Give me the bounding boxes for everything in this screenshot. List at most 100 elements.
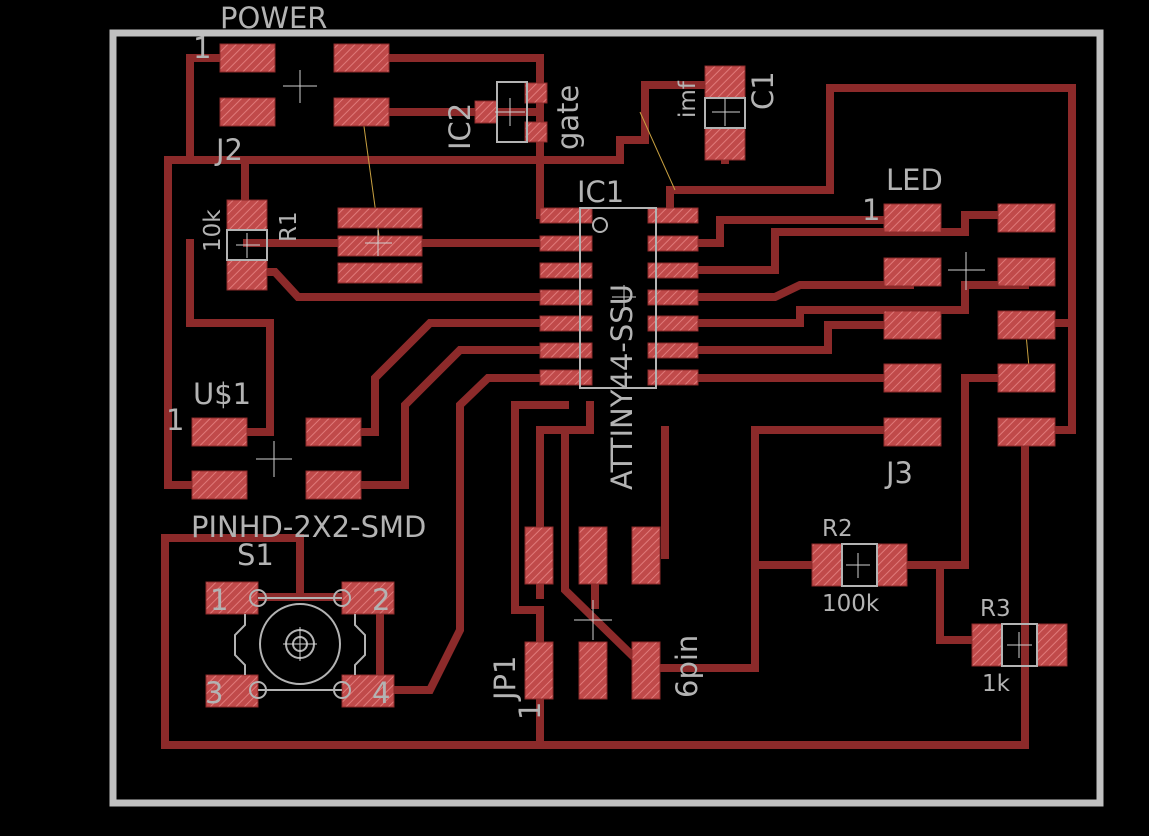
pad xyxy=(333,43,390,73)
origin-cross xyxy=(846,553,870,578)
pad xyxy=(997,310,1056,340)
label-power-pin1: 1 xyxy=(193,31,211,65)
pad xyxy=(226,259,268,291)
label-power: POWER xyxy=(220,1,327,35)
pad xyxy=(219,43,276,73)
pad xyxy=(333,97,390,127)
pad xyxy=(219,97,276,127)
pad xyxy=(997,203,1056,233)
pad xyxy=(647,235,699,252)
pad xyxy=(305,470,362,500)
label-s1-pin2: 2 xyxy=(372,583,390,617)
pad xyxy=(539,207,593,224)
origin-cross xyxy=(574,600,612,640)
origin-cross xyxy=(1007,632,1032,658)
pad xyxy=(524,121,548,143)
label-s1-pin3: 3 xyxy=(205,676,223,710)
pad xyxy=(647,262,699,279)
label-led: LED xyxy=(886,163,943,197)
label-j2: J2 xyxy=(214,133,243,167)
origin-cross xyxy=(283,70,317,103)
pad xyxy=(305,417,362,447)
pad xyxy=(971,623,1003,667)
label-r3: R3 xyxy=(980,596,1011,622)
pad xyxy=(647,369,699,386)
label-j3: J3 xyxy=(884,456,913,490)
pad xyxy=(539,369,593,386)
origin-crosses xyxy=(236,70,1032,661)
pad xyxy=(337,235,423,257)
s1-frame xyxy=(234,597,366,691)
label-us1-pin1: 1 xyxy=(166,403,184,437)
label-s1-pin1: 1 xyxy=(210,583,228,617)
pad xyxy=(704,127,746,161)
pad xyxy=(539,289,593,306)
origin-cross xyxy=(283,627,317,661)
label-ic1: IC1 xyxy=(577,175,624,209)
s1-corner xyxy=(333,589,351,607)
pad xyxy=(1036,623,1068,667)
label-s1: S1 xyxy=(237,538,274,572)
label-ic2: IC2 xyxy=(443,103,477,150)
s1-corner xyxy=(249,589,267,607)
label-imf: imf xyxy=(675,80,701,118)
label-c1: C1 xyxy=(746,71,780,110)
label-r1: R1 xyxy=(276,211,302,242)
pad xyxy=(524,82,548,104)
pad xyxy=(539,235,593,252)
pad xyxy=(191,417,248,447)
label-r3-value: 1k xyxy=(982,671,1011,697)
origin-cross xyxy=(612,285,636,310)
pad xyxy=(997,363,1056,393)
pad xyxy=(631,641,661,700)
pad xyxy=(539,262,593,279)
pad xyxy=(811,543,843,587)
pad xyxy=(337,207,423,229)
label-jp1: JP1 xyxy=(488,656,522,703)
silkscreen xyxy=(226,81,1038,699)
s1-button-outer xyxy=(259,603,341,685)
pad xyxy=(997,257,1056,287)
origin-cross xyxy=(236,233,260,258)
label-jp1-pin1: 1 xyxy=(513,702,547,720)
pad xyxy=(578,641,608,700)
pad xyxy=(474,100,498,124)
origin-cross xyxy=(948,252,985,290)
origin-cross xyxy=(365,230,392,256)
s1-corner xyxy=(249,681,267,699)
pad xyxy=(647,207,699,224)
origin-cross xyxy=(712,98,740,126)
pad xyxy=(997,417,1056,447)
pad xyxy=(539,315,593,332)
board-outline xyxy=(109,29,1104,807)
s1-corner xyxy=(333,681,351,699)
pad xyxy=(524,526,554,585)
ic1-pin1-mark xyxy=(592,217,608,233)
r1-body xyxy=(226,229,268,261)
pad xyxy=(883,257,942,287)
pad xyxy=(226,199,268,231)
label-attiny: ATTINY44-SSU xyxy=(605,284,639,490)
pad xyxy=(876,543,908,587)
label-6pin: 6pin xyxy=(670,635,704,698)
pad xyxy=(704,65,746,99)
pad xyxy=(883,417,942,447)
label-pinhd: PINHD-2X2-SMD xyxy=(191,510,426,544)
pad xyxy=(578,526,608,585)
label-gate: gate xyxy=(551,85,585,150)
label-us1: U$1 xyxy=(193,377,251,411)
pad xyxy=(191,470,248,500)
pad xyxy=(647,289,699,306)
label-r2: R2 xyxy=(822,516,853,542)
pad xyxy=(539,342,593,359)
pad xyxy=(883,363,942,393)
pad xyxy=(647,315,699,332)
origin-cross xyxy=(495,98,525,126)
pad xyxy=(337,262,423,284)
pad xyxy=(631,526,661,585)
pad xyxy=(647,342,699,359)
pad xyxy=(883,203,942,233)
origin-cross xyxy=(256,441,292,477)
label-r1-value: 10k xyxy=(200,209,226,252)
